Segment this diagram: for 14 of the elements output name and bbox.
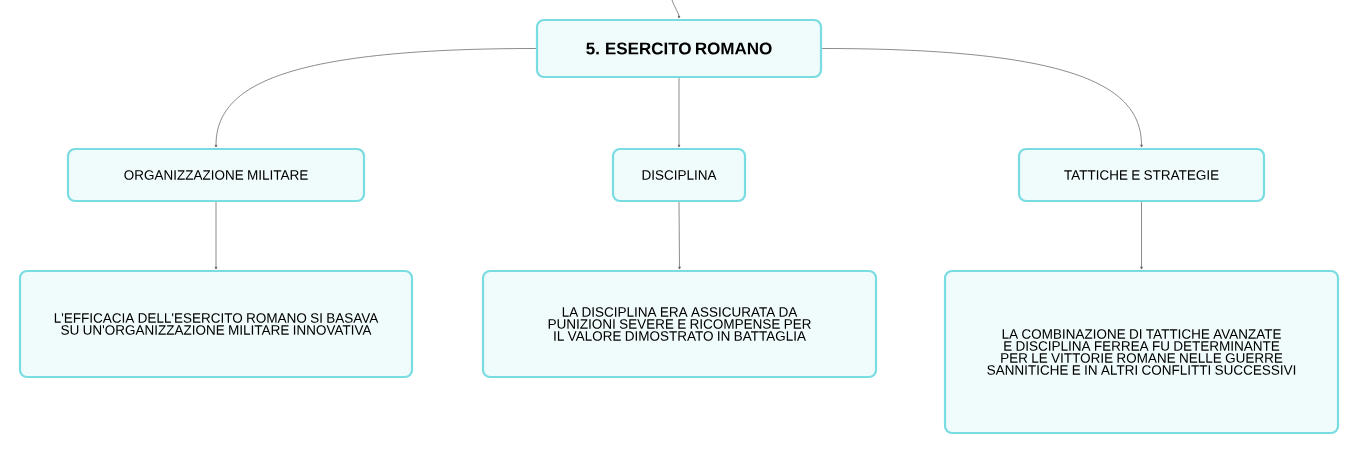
topic-box: 5. ESERCITO ROMANO xyxy=(535,18,823,79)
subtopic-box: DISCIPLINA xyxy=(611,147,747,203)
arrow xyxy=(1140,201,1143,270)
description-box: LA COMBINAZIONE DI TATTICHE AVANZATE E DISCIPLINA FERREA FU DETERMINANTE PER LE VITTORIE ROMANE NELLE GUERRE SANNITICHE E IN ALTRI CONFLITTI SUCCESSIVI xyxy=(943,269,1340,435)
arrow xyxy=(214,201,218,270)
arrow xyxy=(677,77,681,148)
description-box: LA DISCIPLINA ERA ASSICURATA DA PUNIZIONI SEVERE E RICOMPENSE PER IL VALORE DIMOSTRATO IN BATTAGLIA xyxy=(481,269,878,379)
subtopic-box: ORGANIZZAZIONE MILITARE xyxy=(66,147,366,203)
description-box: L'EFFICACIA DELL'ESERCITO ROMANO SI BASAVA SU UN'ORGANIZZAZIONE MILITARE INNOVATIVA xyxy=(18,269,414,379)
arrow xyxy=(671,0,681,19)
arrow xyxy=(821,48,1143,148)
arrow xyxy=(678,201,681,270)
subtopic-box: TATTICHE E STRATEGIE xyxy=(1017,147,1266,203)
arrow xyxy=(214,48,537,148)
